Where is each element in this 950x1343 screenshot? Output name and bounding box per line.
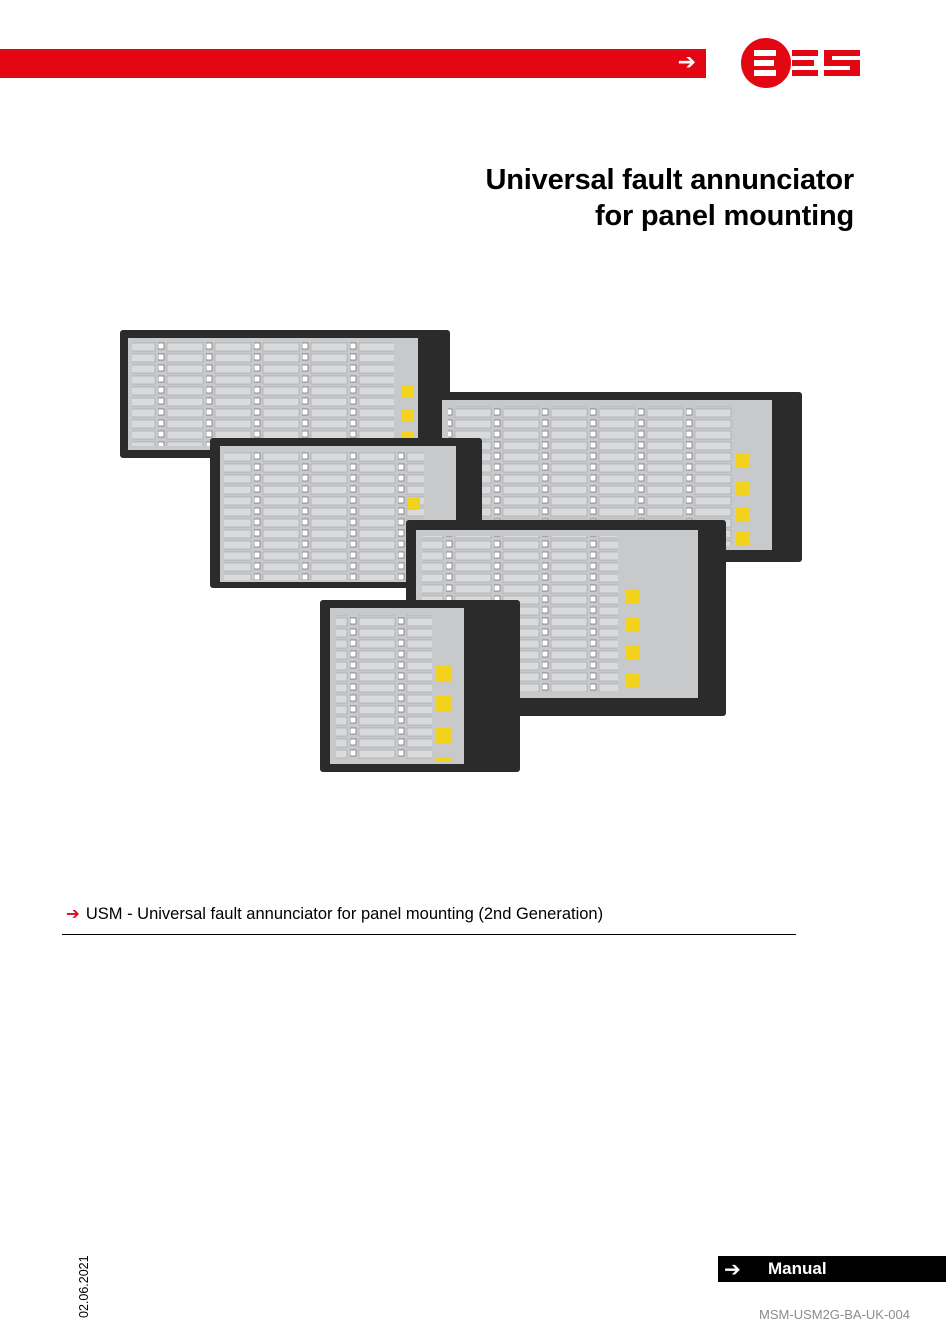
right-arrow-icon: ➔ <box>677 50 696 75</box>
device-5 <box>320 600 520 772</box>
page-title: Universal fault annunciator for panel mo… <box>485 162 855 234</box>
title-line-1: Universal fault annunciator <box>485 164 855 196</box>
header-bar: ➔ <box>0 49 706 78</box>
caption-arrow-icon: ➔ <box>66 904 80 923</box>
product-photo <box>120 330 802 772</box>
caption-text: USM - Universal fault annunciator for pa… <box>85 905 604 923</box>
document-date: 02.06.2021 <box>77 1255 91 1318</box>
document-number: MSM-USM2G-BA-UK-004 <box>759 1307 910 1322</box>
title-line-2: for panel mounting <box>595 200 854 232</box>
manual-arrow-icon: ➔ <box>724 1257 741 1281</box>
manual-label: Manual <box>768 1259 827 1278</box>
caption: ➔ USM - Universal fault annunciator for p… <box>66 903 603 925</box>
device-1 <box>120 330 450 458</box>
caption-divider <box>62 934 796 935</box>
manual-badge: ➔ Manual <box>718 1256 946 1282</box>
ees-logo <box>741 38 860 88</box>
